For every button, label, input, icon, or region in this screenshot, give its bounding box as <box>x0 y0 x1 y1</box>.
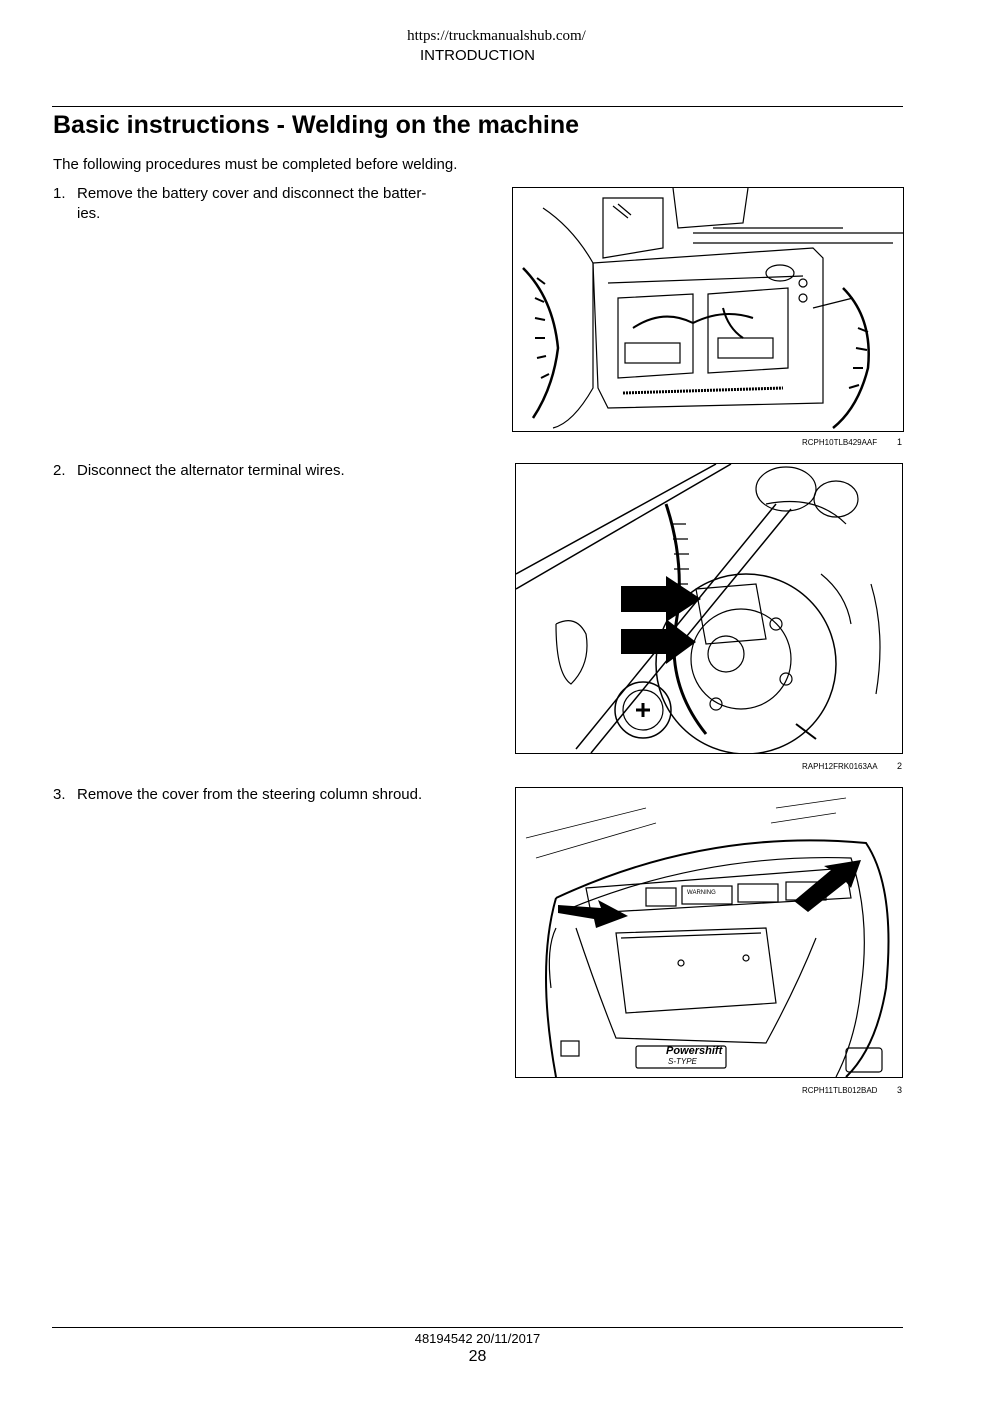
figure-1-code: RCPH10TLB429AAF <box>802 438 878 447</box>
powershift-label: Powershift <box>666 1045 724 1057</box>
step-number: 3. <box>53 786 66 803</box>
figure-1-number: 1 <box>897 437 903 447</box>
warning-label: WARNING <box>687 890 716 896</box>
battery-compartment-illustration-icon <box>522 188 903 429</box>
s-type-label: S-TYPE <box>668 1057 698 1066</box>
figure-2-alternator-terminals <box>515 463 903 754</box>
step-text: Disconnect the alternator terminal wires… <box>77 462 345 479</box>
figure-2-code: RAPH12FRK0163AA <box>802 762 878 771</box>
figure-3-code: RCPH11TLB012BAD <box>802 1086 878 1095</box>
figure-3-number: 3 <box>897 1085 903 1095</box>
step-text: Remove the battery cover and disconnect … <box>77 185 427 222</box>
page-number: 28 <box>468 1348 487 1365</box>
page-title: Basic instructions - Welding on the mach… <box>53 111 580 139</box>
intro-text: The following procedures must be complet… <box>53 156 458 173</box>
source-url[interactable]: https://truckmanualshub.com/ <box>407 28 586 44</box>
figure-3-steering-column-shroud: WARNING Powershift S-TYPE <box>515 787 903 1078</box>
steering-column-shroud-illustration-icon: WARNING Powershift S-TYPE <box>525 797 890 1077</box>
step-text: Remove the cover from the steering colum… <box>77 786 423 803</box>
alternator-terminals-illustration-icon <box>516 464 881 753</box>
step-number: 2. <box>53 462 66 479</box>
top-rule <box>52 106 903 107</box>
footer-rule <box>52 1327 903 1328</box>
step-number: 1. <box>53 185 66 202</box>
document-id: 48194542 20/11/2017 <box>414 1331 541 1346</box>
figure-2-number: 2 <box>897 761 903 771</box>
section-header: INTRODUCTION <box>420 47 535 64</box>
figure-1-battery-compartment <box>512 187 904 432</box>
